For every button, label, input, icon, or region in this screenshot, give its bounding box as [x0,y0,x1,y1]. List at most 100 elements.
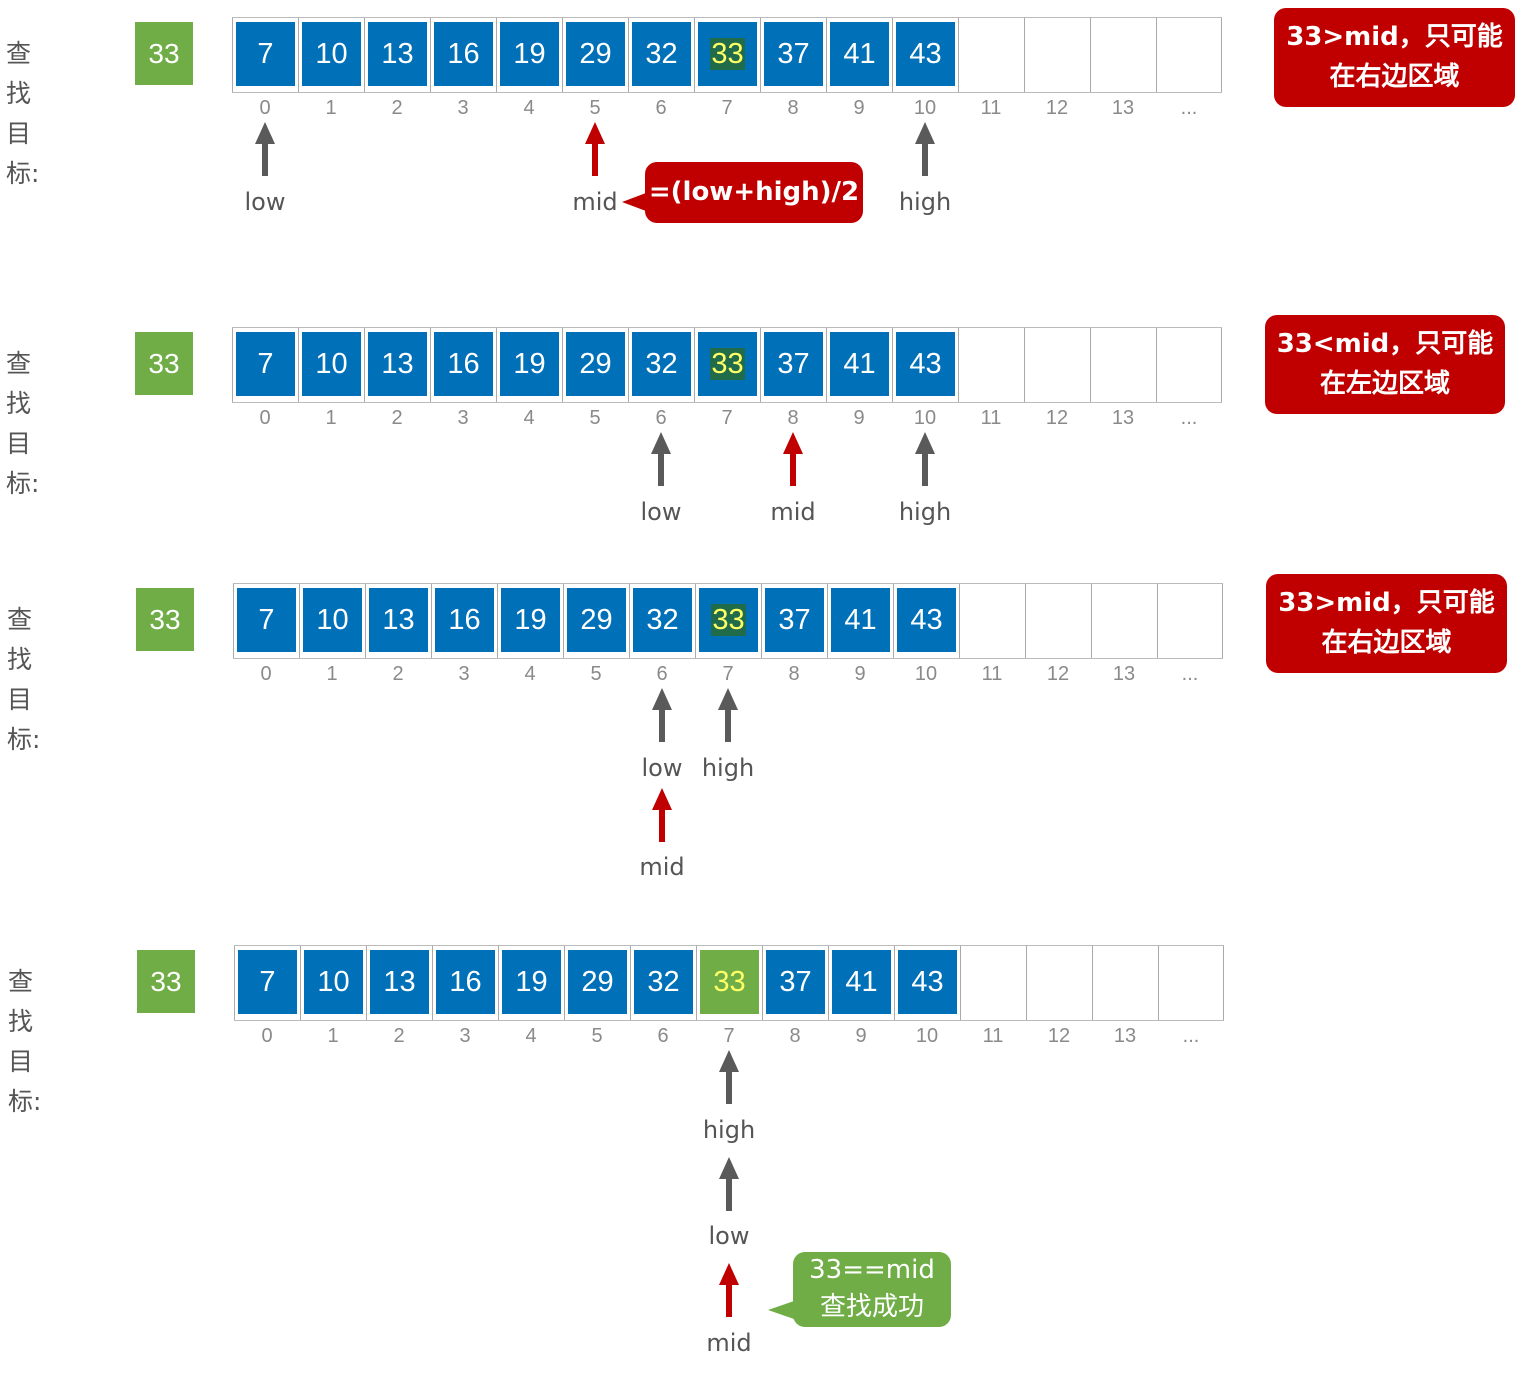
arrow-up-icon [652,788,672,810]
array-value: 41 [830,332,889,396]
array-index: 1 [325,407,337,429]
pointer-high [698,688,758,742]
array-value: 7 [236,332,295,396]
array-value: 33 [700,950,759,1014]
array-index: 9 [853,97,865,119]
array-cell: 33 [694,328,760,402]
pointer-mid [763,432,823,486]
array-value: 13 [368,22,427,86]
array-cell: 33 [694,18,760,92]
array-cell: 13 [364,328,430,402]
array-index: 6 [656,663,668,685]
note-line: 33<mid，只可能 [1276,329,1494,359]
array-cell: 16 [431,584,497,658]
array-index: 1 [327,1025,339,1047]
array-value: 10 [304,950,363,1014]
pointer-label-high: high [898,188,952,216]
result-line: 查找成功 [819,1292,924,1322]
array-value: 13 [369,588,428,652]
callout-tail [768,1301,794,1319]
arrow-up-icon [783,432,803,454]
array-index: 10 [914,663,938,685]
array-cell: 43 [892,328,958,402]
array-cell: 29 [562,18,628,92]
array-index: 0 [259,407,271,429]
array-cell: 7 [232,18,298,92]
array-cell: 32 [628,18,694,92]
arrow-shaft [262,144,268,176]
array-index: 6 [655,97,667,119]
array-index: 7 [722,663,734,685]
array-index: 0 [261,1025,273,1047]
array-index: 4 [525,1025,537,1047]
array-cell [1157,584,1223,658]
array-cell: 41 [828,946,894,1020]
arrow-shaft [790,454,796,486]
array-value: 10 [302,332,361,396]
array-index: 8 [789,1025,801,1047]
array-cell [1024,18,1090,92]
array-index: 9 [855,1025,867,1047]
arrow-up-icon [255,122,275,144]
array-cell: 37 [762,946,828,1020]
array-index: 4 [523,407,535,429]
array-cell [1090,18,1156,92]
target-label: 查找目标: [6,349,40,498]
array-index: 8 [788,663,800,685]
array-index: 9 [854,663,866,685]
array-index: 10 [915,1025,939,1047]
array-cell [960,946,1026,1020]
arrow-up-icon [718,688,738,710]
array-cell: 10 [298,328,364,402]
array-index: 13 [1111,407,1135,429]
array-index: 12 [1046,663,1070,685]
array-cell [1092,946,1158,1020]
array-index: 5 [589,407,601,429]
array-index: 6 [655,407,667,429]
array-cell: 29 [564,946,630,1020]
pointer-high [699,1050,759,1104]
array-value: 19 [501,588,560,652]
arrow-up-icon [585,122,605,144]
target-value-box: 33 [137,950,195,1013]
array-value: 43 [896,332,955,396]
array-value: 32 [632,332,691,396]
array-cell: 10 [298,18,364,92]
array-cell [1158,946,1224,1020]
note-line: 在右边区域 [1329,62,1460,92]
array-cell: 13 [366,946,432,1020]
array-value: 19 [500,332,559,396]
array-index: 10 [913,407,937,429]
array-value: 7 [238,950,297,1014]
array-value: 10 [302,22,361,86]
array-index: 5 [589,97,601,119]
array-index: 12 [1047,1025,1071,1047]
array-cell: 41 [826,328,892,402]
arrow-up-icon [719,1157,739,1179]
array-index: 2 [391,97,403,119]
array-value: 37 [766,950,825,1014]
array-cell: 19 [498,946,564,1020]
array-index: 7 [721,407,733,429]
array-index: 4 [523,97,535,119]
array-index: 13 [1111,97,1135,119]
array-index: ... [1182,1025,1200,1047]
array-value: 43 [896,22,955,86]
array-value: 37 [764,332,823,396]
array-index: 3 [457,97,469,119]
array-cell: 29 [562,328,628,402]
array-value: 29 [566,22,625,86]
target-value-box: 33 [135,332,193,395]
pointer-mid [699,1263,759,1317]
array-cell: 16 [430,18,496,92]
array-value: 7 [237,588,296,652]
pointer-low [699,1157,759,1211]
array-value: 33 [698,22,757,86]
array-value: 13 [370,950,429,1014]
pointer-label-low: low [244,188,286,216]
pointer-high [895,432,955,486]
array-index: 13 [1113,1025,1137,1047]
